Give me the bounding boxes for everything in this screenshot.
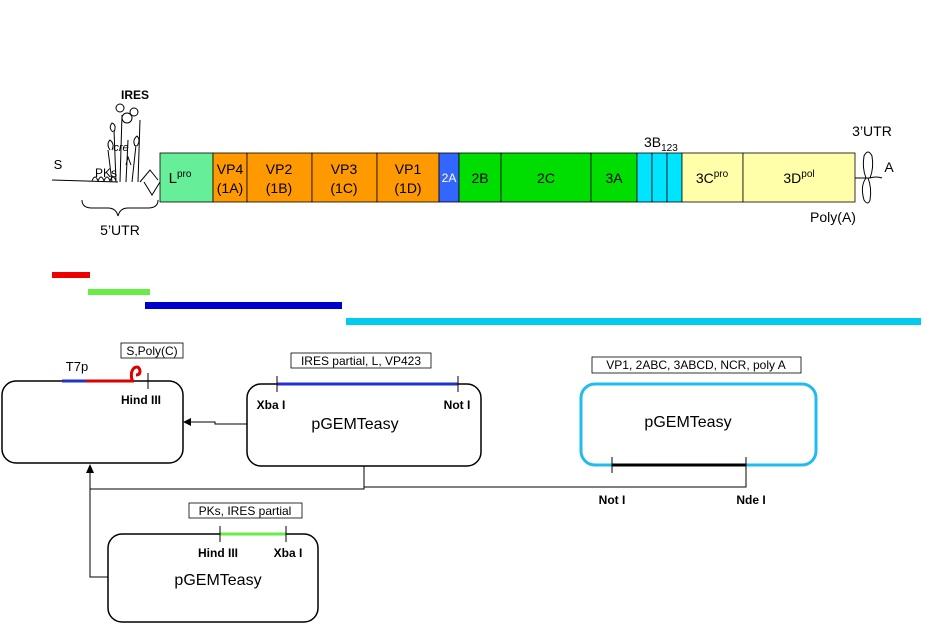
green-label-box [188,502,303,519]
ires-label: IRES [121,88,149,102]
vp2-label-1: VP2 [266,161,293,177]
3cpro-label: 3Cpro [696,169,729,186]
vp4-label-1: VP4 [217,161,244,177]
blue-label-box [290,352,432,369]
hind-label-main: Hind III [121,393,161,407]
segment-3b1 [636,152,653,203]
2a-label: 2A [442,171,457,185]
fragment-cyan [346,318,921,325]
utr5-label: 5’UTR [100,222,140,238]
s-polyc-box [120,342,184,359]
fragment-green [88,289,150,295]
segment-3cpro [681,152,744,203]
segment-2c [500,152,592,203]
cre-label: cre [113,142,128,154]
t7p-label: T7p [66,359,88,374]
3dpol-label: 3Dpol [783,169,814,186]
3a-label: 3A [605,170,623,186]
pks-label: PKs [95,166,117,180]
fragment-red [52,272,90,278]
vp4-label-2: (1A) [217,180,243,196]
fragment-blue [145,302,342,309]
cyan-label: VP1, 2ABC, 3ABCD, NCR, poly A [606,358,785,372]
hind-label-green: Hind III [198,546,238,560]
cloning-arrows [89,421,747,578]
arrowhead-left [183,418,191,426]
green-label: PKs, IRES partial [199,504,292,518]
vp1-label-1: VP1 [395,161,422,177]
nde-label-cyan: Nde I [736,493,765,507]
segment-3b3 [666,152,683,203]
utr3-label: 3’UTR [852,123,892,139]
utr5-structure [51,103,161,217]
s-label: S [54,157,63,172]
2b-label: 2B [471,170,488,186]
segment-vp4 [212,152,248,203]
segment-lpro [159,152,214,203]
utr3-structure [855,151,883,204]
not-label-cyan: Not I [599,493,626,507]
vp3-label-1: VP3 [331,161,358,177]
vp3-label-2: (1C) [330,180,357,196]
vp2-label-2: (1B) [266,180,292,196]
polyprotein-bar [159,152,856,203]
segment-3a [590,152,638,203]
polya-label: Poly(A) [810,209,856,225]
vp1-label-2: (1D) [394,180,421,196]
cyan-label-box [591,356,802,374]
lpro-label: Lpro [169,169,192,187]
segment-2b [458,152,502,203]
xba-label-blue: Xba I [257,398,286,412]
segment-vp3 [311,152,378,203]
cyan-plasmid-name: pGEMTeasy [644,414,731,431]
not-label-blue: Not I [444,398,471,412]
xba-label-green: Xba I [274,546,303,560]
green-plasmid-name: pGEMTeasy [174,572,261,589]
blue-label: IRES partial, L, VP423 [301,354,421,368]
segment-3b2 [651,152,668,203]
3b-label: 3B123 [644,134,678,154]
plasmid-green [107,533,319,623]
segment-vp1 [376,152,440,203]
2c-label: 2C [537,170,555,186]
a-label: A [884,159,894,175]
arrowhead-up [86,464,94,473]
blue-plasmid-name: pGEMTeasy [311,416,398,433]
s-polyc-loop [129,365,142,381]
s-polyc-label: S,Poly(C) [126,344,177,358]
